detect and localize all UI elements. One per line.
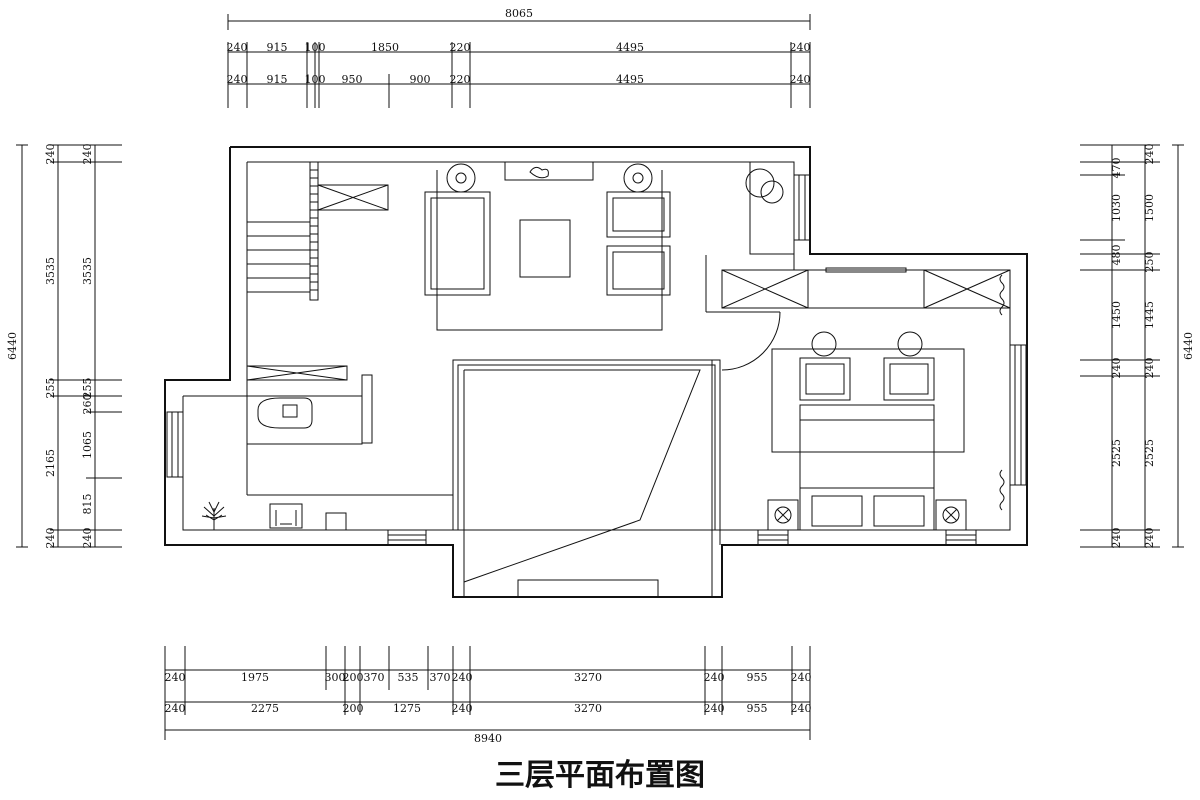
left-inner-dim-4: 260 — [81, 394, 94, 415]
top-dim-2-2: 915 — [267, 73, 288, 86]
top-dim-2-7: 4495 — [616, 73, 644, 86]
right-inner-dim-5: 240 — [1110, 358, 1123, 379]
door-swing — [705, 255, 781, 371]
right-outer-dim-1: 240 — [1143, 144, 1156, 165]
top-dim-1-3: 100 — [305, 41, 326, 54]
left-outer-dim-5: 240 — [44, 528, 57, 549]
bottom-dim-2-8: 955 — [747, 702, 768, 715]
right-outer-dim-3: 250 — [1143, 252, 1156, 273]
balcony-corner — [745, 161, 795, 255]
right-outer-dim-7: 240 — [1143, 528, 1156, 549]
left-inner-dim-7: 240 — [81, 528, 94, 549]
top-dim-2-6: 220 — [450, 73, 471, 86]
left-outer-dim-4: 2165 — [44, 449, 57, 477]
bottom-dim-1-11: 955 — [747, 671, 768, 684]
bottom-dim-2-1: 240 — [165, 702, 186, 715]
bottom-dim-2-4: 1275 — [393, 702, 421, 715]
bottom-dim-2-5: 240 — [452, 702, 473, 715]
bottom-dim-1-10: 240 — [704, 671, 725, 684]
bottom-dim-1-1: 240 — [165, 671, 186, 684]
right-outer-dim-6: 2525 — [1143, 439, 1156, 467]
bathroom-fixtures — [201, 374, 373, 531]
top-dim-1-6: 4495 — [616, 41, 644, 54]
storage-cabinets — [246, 184, 1011, 381]
left-outer-dim-2: 3535 — [44, 257, 57, 285]
top-dim-2-1: 240 — [227, 73, 248, 86]
top-dim-2-4: 950 — [342, 73, 363, 86]
bottom-dim-1-6: 535 — [398, 671, 419, 684]
bottom-dim-1-3: 300 — [325, 671, 346, 684]
right-inner-dim-7: 240 — [1110, 528, 1123, 549]
bottom-dim-2-9: 240 — [791, 702, 812, 715]
top-dim-1-4: 1850 — [371, 41, 399, 54]
right-total-dimension: 6440 — [1182, 332, 1195, 360]
bottom-dimensions: 240 1975 300 200 370 535 370 240 3270 24… — [164, 646, 812, 745]
open-void — [452, 359, 721, 597]
bottom-dim-2-7: 240 — [704, 702, 725, 715]
left-inner-dim-2: 3535 — [81, 257, 94, 285]
bottom-dim-2-3: 200 — [343, 702, 364, 715]
top-dimensions: 8065 240 915 100 1850 220 4495 240 240 9… — [227, 7, 811, 108]
bedroom-furniture — [767, 274, 1005, 531]
right-inner-dim-2: 1030 — [1110, 194, 1123, 222]
bottom-total-dimension: 8940 — [474, 732, 502, 745]
right-inner-dim-4: 1450 — [1110, 301, 1123, 329]
top-dim-2-3: 100 — [305, 73, 326, 86]
bottom-dim-1-12: 240 — [791, 671, 812, 684]
top-dim-2-5: 900 — [410, 73, 431, 86]
bottom-dim-1-5: 370 — [364, 671, 385, 684]
right-dimensions: 6440 240 1500 250 1445 240 2525 240 470 … — [1080, 144, 1195, 549]
staircase — [247, 161, 319, 301]
top-dim-1-1: 240 — [227, 41, 248, 54]
bottom-dim-1-8: 240 — [452, 671, 473, 684]
left-outer-dim-1: 240 — [44, 144, 57, 165]
left-inner-dim-1: 240 — [81, 144, 94, 165]
right-inner-dim-3: 480 — [1110, 245, 1123, 266]
bottom-dim-1-9: 3270 — [574, 671, 602, 684]
left-inner-dim-5: 1065 — [81, 431, 94, 459]
bottom-dim-1-7: 370 — [430, 671, 451, 684]
right-outer-dim-2: 1500 — [1143, 194, 1156, 222]
left-dimensions: 6440 240 3535 255 2165 240 240 3535 255 … — [6, 144, 122, 549]
bottom-dim-1-2: 1975 — [241, 671, 269, 684]
left-inner-dim-6: 815 — [81, 494, 94, 515]
plant-icon — [201, 501, 227, 530]
top-dim-2-8: 240 — [790, 73, 811, 86]
window-marks — [166, 174, 1027, 598]
bottom-dim-2-6: 3270 — [574, 702, 602, 715]
top-total-dimension: 8065 — [505, 7, 533, 20]
drawing-title: 三层平面布置图 — [495, 758, 705, 793]
right-inner-dim-1: 470 — [1110, 158, 1123, 179]
top-dim-1-5: 220 — [450, 41, 471, 54]
top-dim-1-2: 915 — [267, 41, 288, 54]
left-total-dimension: 6440 — [6, 332, 19, 360]
left-outer-dim-3: 255 — [44, 378, 57, 399]
right-outer-dim-5: 240 — [1143, 358, 1156, 379]
right-outer-dim-4: 1445 — [1143, 301, 1156, 329]
left-inner-dim-3: 255 — [81, 378, 94, 399]
bottom-dim-1-4: 200 — [343, 671, 364, 684]
bottom-dim-2-2: 2275 — [251, 702, 279, 715]
top-dim-1-7: 240 — [790, 41, 811, 54]
right-inner-dim-6: 2525 — [1110, 439, 1123, 467]
lounge-furniture — [424, 161, 671, 331]
